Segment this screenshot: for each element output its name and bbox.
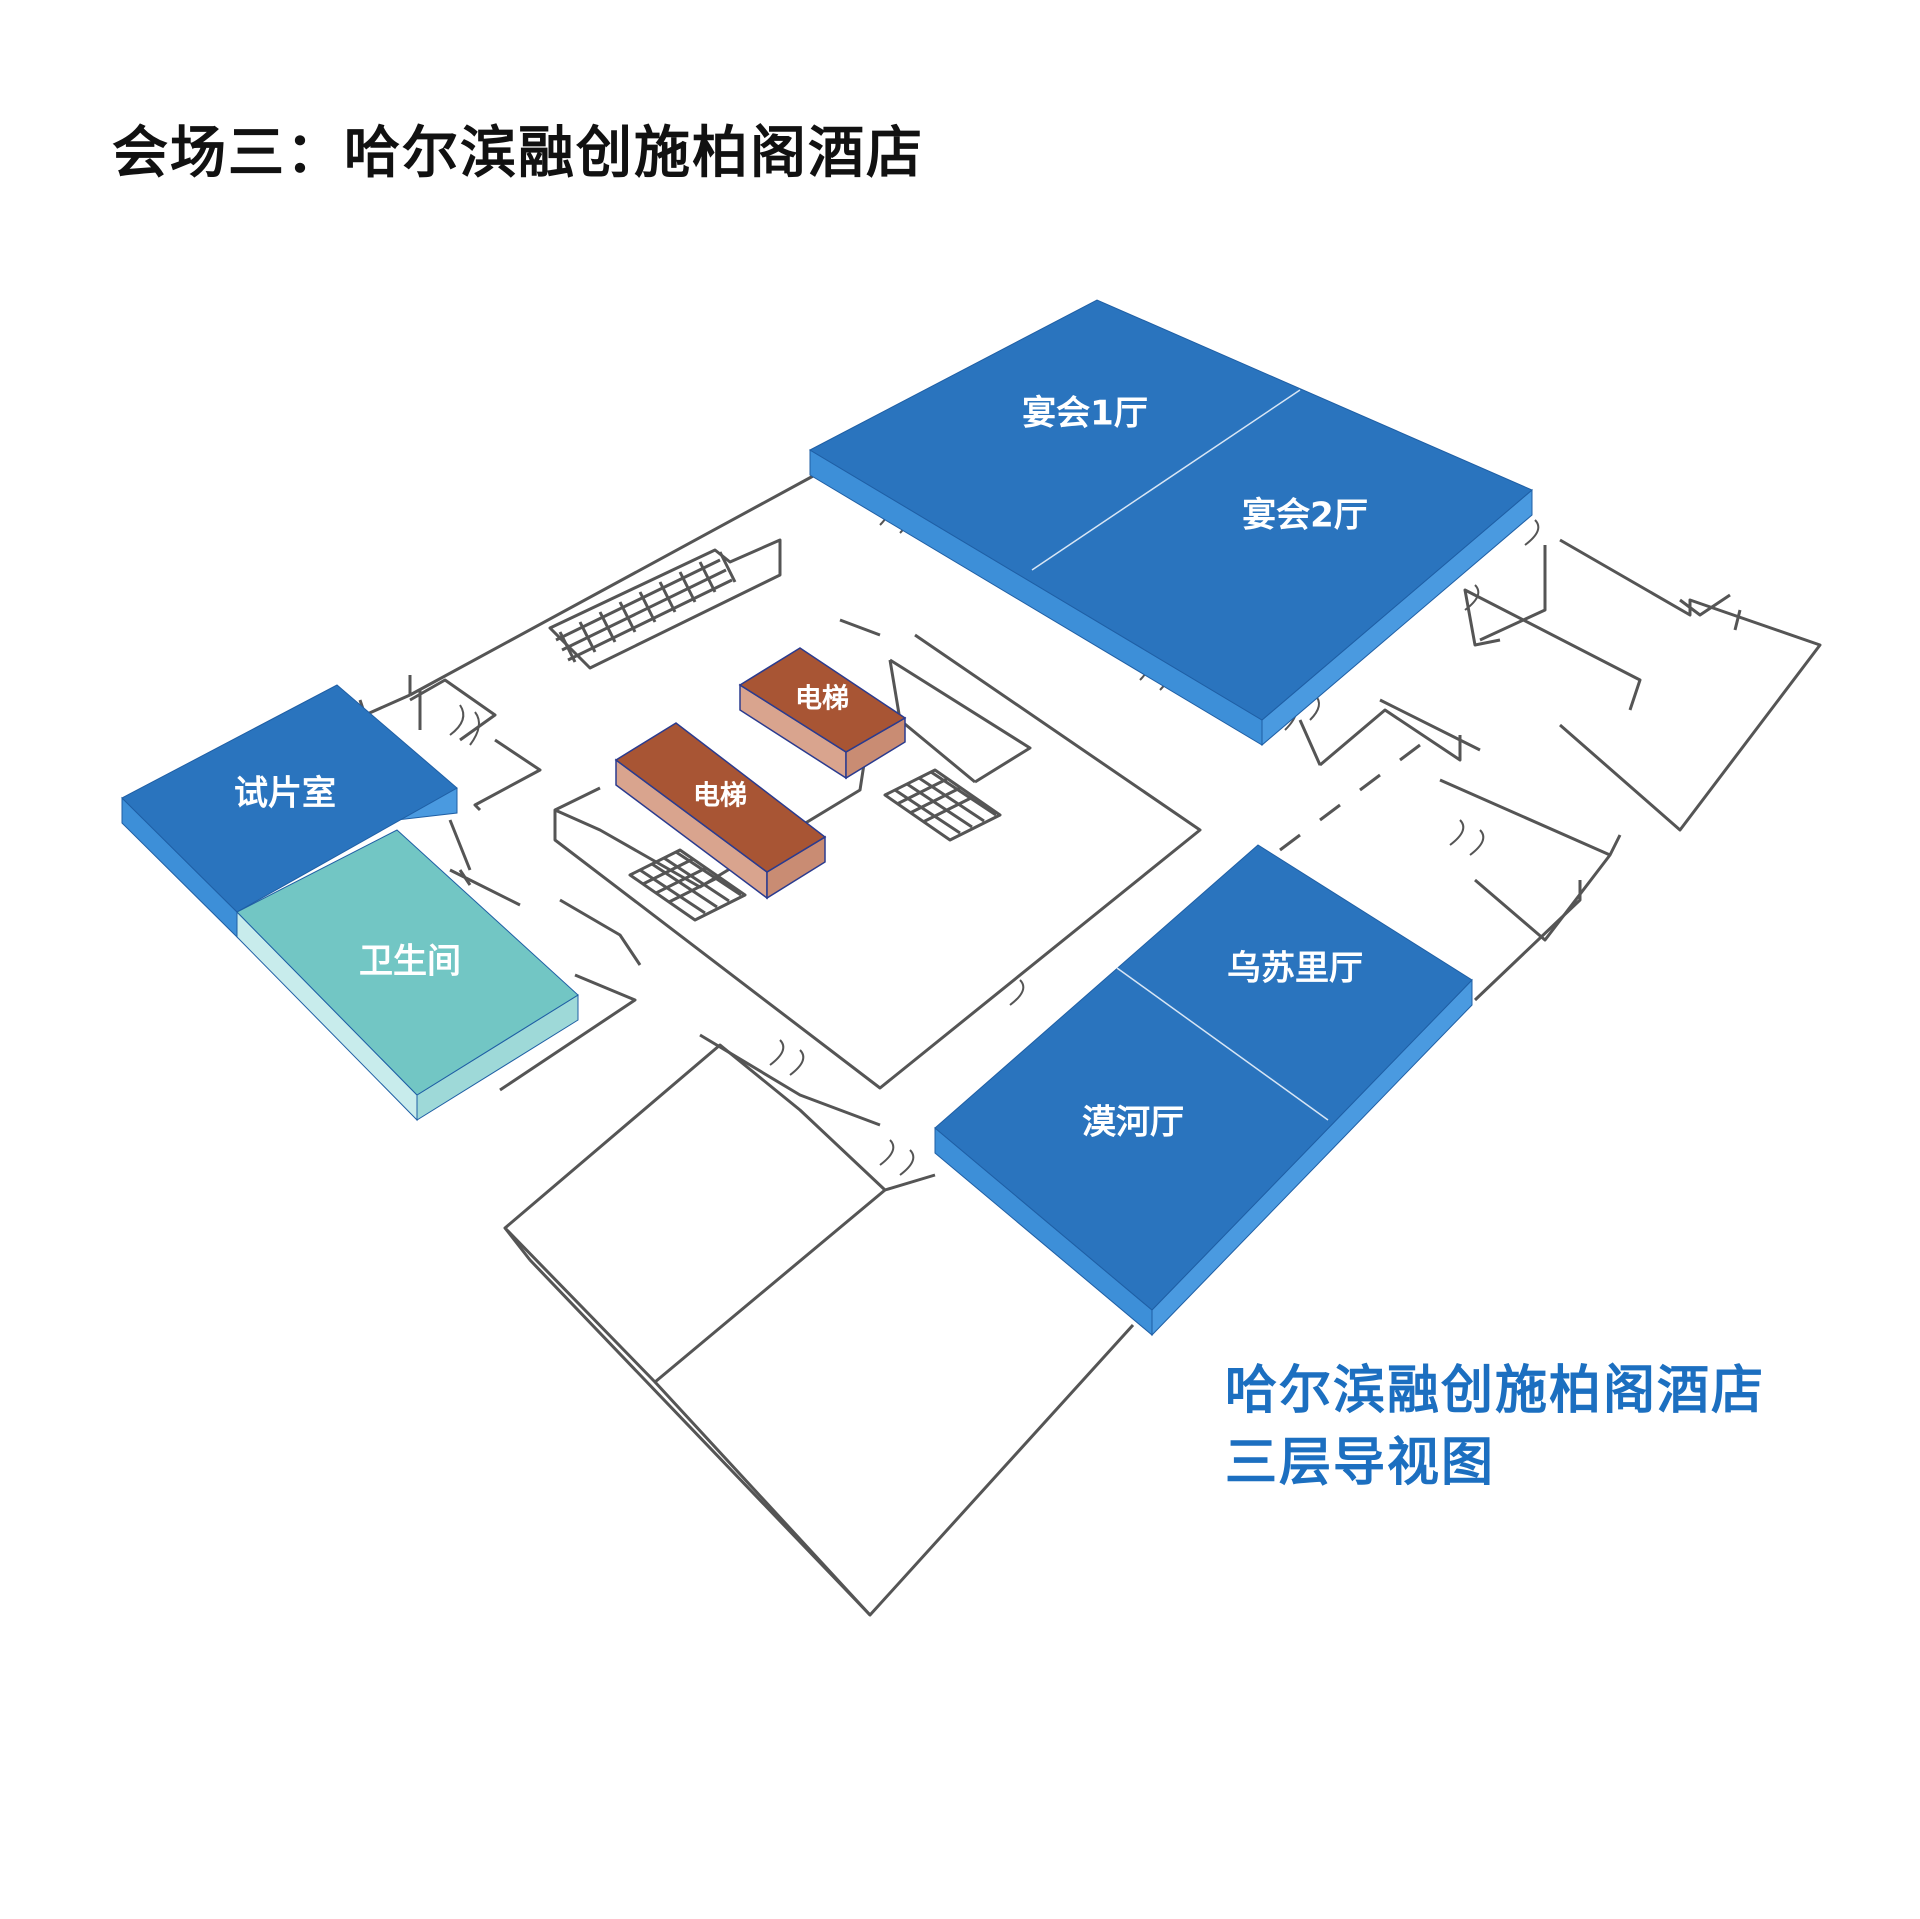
elevator-2-top xyxy=(614,722,827,873)
room-label-wusuli-hall: 乌苏里厅 xyxy=(1227,949,1363,989)
room-label-screening-room: 试片室 xyxy=(234,774,336,814)
wall-right-rooms-2 xyxy=(1559,538,1822,832)
wall-core-inner-2 xyxy=(889,658,1032,784)
screening-room-block: 试片室 xyxy=(121,684,458,939)
room-label-banquet-2: 宴会2厅 xyxy=(1242,496,1368,536)
lower-halls-divider xyxy=(1116,967,1329,1121)
door-swing-7 xyxy=(1449,819,1485,856)
room-label-restroom: 卫生间 xyxy=(359,942,461,982)
elevator-lower-block: 电梯 xyxy=(614,722,827,900)
wall-core xyxy=(553,618,1202,1090)
door-swing-9 xyxy=(879,1139,915,1176)
wall-right-lower xyxy=(1473,880,1582,1002)
wall-right-far xyxy=(1679,593,1742,631)
door-swing-10 xyxy=(1009,979,1025,1006)
wall-lower-left xyxy=(503,1227,872,1617)
wall-right-rooms-3 xyxy=(1379,698,1622,942)
staircase-right xyxy=(883,768,1002,842)
door-swing-1 xyxy=(449,704,480,746)
elevator-1-top xyxy=(738,647,907,753)
restroom-block: 卫生间 xyxy=(236,829,579,1122)
banquet-halls-block: 宴会1厅 宴会2厅 xyxy=(808,299,1533,747)
screening-top xyxy=(121,684,458,913)
lower-halls-block: 乌苏里厅 漠河厅 xyxy=(934,844,1473,1337)
map-caption: 哈尔滨融创施柏阁酒店 三层导视图 xyxy=(1225,1355,1765,1499)
caption-line-1: 哈尔滨融创施柏阁酒店 xyxy=(1225,1361,1766,1421)
wall-right-corridor xyxy=(1279,743,1421,852)
wall-upper-right-door xyxy=(1479,545,1547,642)
banquet-divider xyxy=(1031,389,1301,571)
wall-left-rooms xyxy=(409,678,542,812)
caption-line-2: 三层导视图 xyxy=(1225,1433,1496,1493)
wall-lower-room xyxy=(503,1043,887,1384)
banquet-top xyxy=(808,299,1533,721)
room-label-mohe-hall: 漠河厅 xyxy=(1082,1103,1184,1143)
elevator-upper-block: 电梯 xyxy=(738,647,907,780)
room-label-elevator-2: 电梯 xyxy=(693,781,747,812)
wall-left-corridor xyxy=(448,819,642,966)
staircase-top xyxy=(548,538,782,670)
lower-halls-top xyxy=(934,844,1473,1311)
door-swing-6 xyxy=(1464,519,1540,611)
room-label-elevator-1: 电梯 xyxy=(795,684,849,715)
wall-right-rooms xyxy=(1463,588,1642,711)
wall-outer-left xyxy=(408,473,816,730)
door-swing-8 xyxy=(769,1039,805,1076)
page-title: 会场三：哈尔滨融创施柏阁酒店 xyxy=(112,121,924,186)
wall-right-block xyxy=(1298,708,1462,767)
room-label-banquet-1: 宴会1厅 xyxy=(1022,394,1148,434)
restroom-top xyxy=(236,829,579,1096)
staircase-lower xyxy=(628,848,747,922)
